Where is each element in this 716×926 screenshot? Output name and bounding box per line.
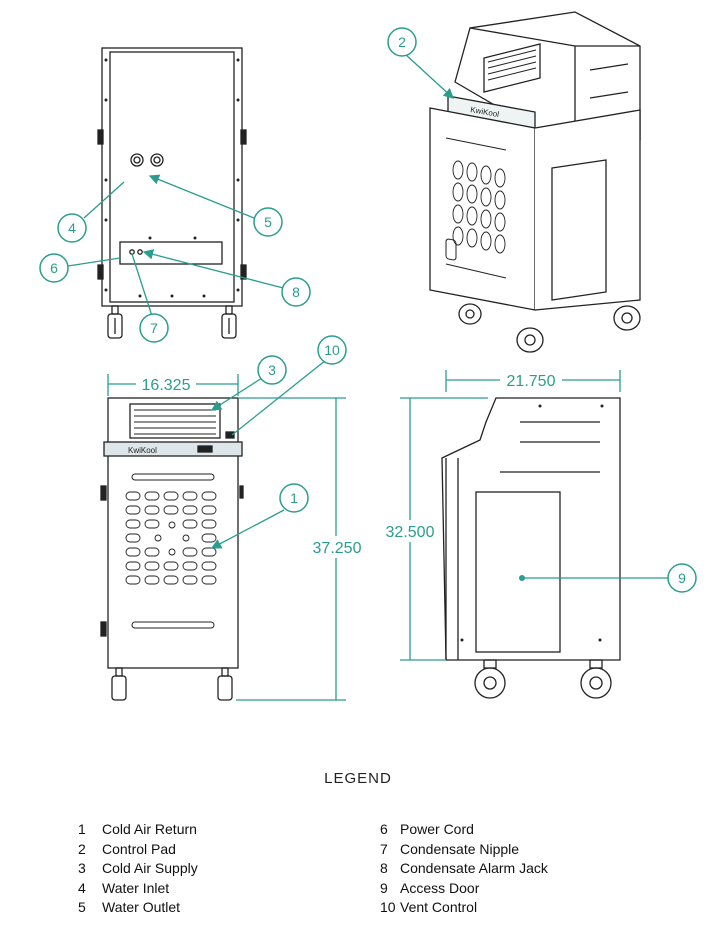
legend-num: 5 bbox=[78, 899, 86, 915]
dimension-labels: 16.325 37.250 21.750 32.500 bbox=[136, 370, 562, 558]
brand-label-front: KwiKool bbox=[128, 446, 157, 455]
legend-item: 1 Cold Air Return bbox=[78, 820, 198, 840]
svg-text:7: 7 bbox=[150, 320, 158, 336]
legend-label: Vent Control bbox=[400, 899, 478, 915]
dim-front-height: 37.250 bbox=[313, 540, 362, 557]
legend-num: 4 bbox=[78, 879, 86, 896]
svg-text:9: 9 bbox=[678, 570, 686, 586]
callout-9: 9 bbox=[667, 563, 697, 593]
legend-label: Access Door bbox=[400, 879, 480, 896]
callout-7: 7 bbox=[139, 313, 169, 343]
svg-text:3: 3 bbox=[268, 362, 276, 378]
callout-3: 3 bbox=[257, 355, 287, 385]
svg-text:5: 5 bbox=[264, 214, 272, 230]
svg-text:10: 10 bbox=[324, 342, 340, 358]
perspective-view: KwiKool bbox=[429, 11, 641, 353]
legend-num: 9 bbox=[380, 879, 388, 896]
legend-num: 7 bbox=[380, 840, 388, 857]
legend-item: 7 Condensate Nipple bbox=[380, 840, 548, 860]
callout-5: 5 bbox=[253, 207, 283, 237]
legend-item: 9 Access Door bbox=[380, 879, 548, 899]
svg-text:1: 1 bbox=[290, 490, 298, 506]
legend-item: 3 Cold Air Supply bbox=[78, 859, 198, 879]
svg-text:4: 4 bbox=[68, 220, 76, 236]
front-view: KwiKool bbox=[100, 397, 244, 701]
legend-label: Water Inlet bbox=[102, 879, 170, 896]
side-view bbox=[441, 397, 621, 699]
svg-text:8: 8 bbox=[292, 284, 300, 300]
callout-4: 4 bbox=[57, 213, 87, 243]
legend-label: Cold Air Return bbox=[102, 821, 197, 837]
svg-text:2: 2 bbox=[398, 34, 406, 50]
legend-label: Condensate Alarm Jack bbox=[400, 860, 548, 876]
callout-6: 6 bbox=[39, 253, 69, 283]
callout-2: 2 bbox=[387, 27, 417, 57]
legend-num: 8 bbox=[380, 860, 388, 876]
legend-label: Power Cord bbox=[400, 821, 474, 837]
unit-drawing: KwiKool KwiKool bbox=[39, 11, 697, 701]
callout-8: 8 bbox=[281, 277, 311, 307]
legend-item: 2 Control Pad bbox=[78, 840, 198, 860]
legend-num: 10 bbox=[380, 899, 396, 915]
callout-leaders bbox=[67, 53, 670, 581]
svg-text:6: 6 bbox=[50, 260, 58, 276]
legend-column-left: 1 Cold Air Return 2 Control Pad 3 Cold Air … bbox=[78, 820, 198, 918]
legend-label: Control Pad bbox=[102, 840, 176, 857]
legend-num: 6 bbox=[380, 821, 388, 837]
callout-10: 10 bbox=[317, 335, 347, 365]
legend-column-right: 6 Power Cord 7 Condensate Nipple 8 Condensa… bbox=[380, 820, 548, 918]
legend-item: 5 Water Outlet bbox=[78, 898, 198, 918]
legend-item: 6 Power Cord bbox=[380, 820, 548, 840]
dim-front-width: 16.325 bbox=[142, 377, 191, 394]
rear-view bbox=[97, 47, 247, 339]
legend-num: 2 bbox=[78, 840, 86, 857]
legend-num: 3 bbox=[78, 860, 86, 876]
legend-label: Cold Air Supply bbox=[102, 860, 198, 876]
legend-label: Water Outlet bbox=[102, 899, 181, 915]
legend-num: 1 bbox=[78, 821, 86, 837]
dim-side-width: 21.750 bbox=[507, 373, 556, 390]
legend-item: 8 Condensate Alarm Jack bbox=[380, 859, 548, 879]
legend-title: LEGEND bbox=[324, 770, 392, 787]
legend-item: 4 Water Inlet bbox=[78, 879, 198, 899]
callout-1: 1 bbox=[279, 483, 309, 513]
legend-label: Condensate Nipple bbox=[400, 840, 520, 857]
dim-side-height: 32.500 bbox=[386, 524, 435, 541]
